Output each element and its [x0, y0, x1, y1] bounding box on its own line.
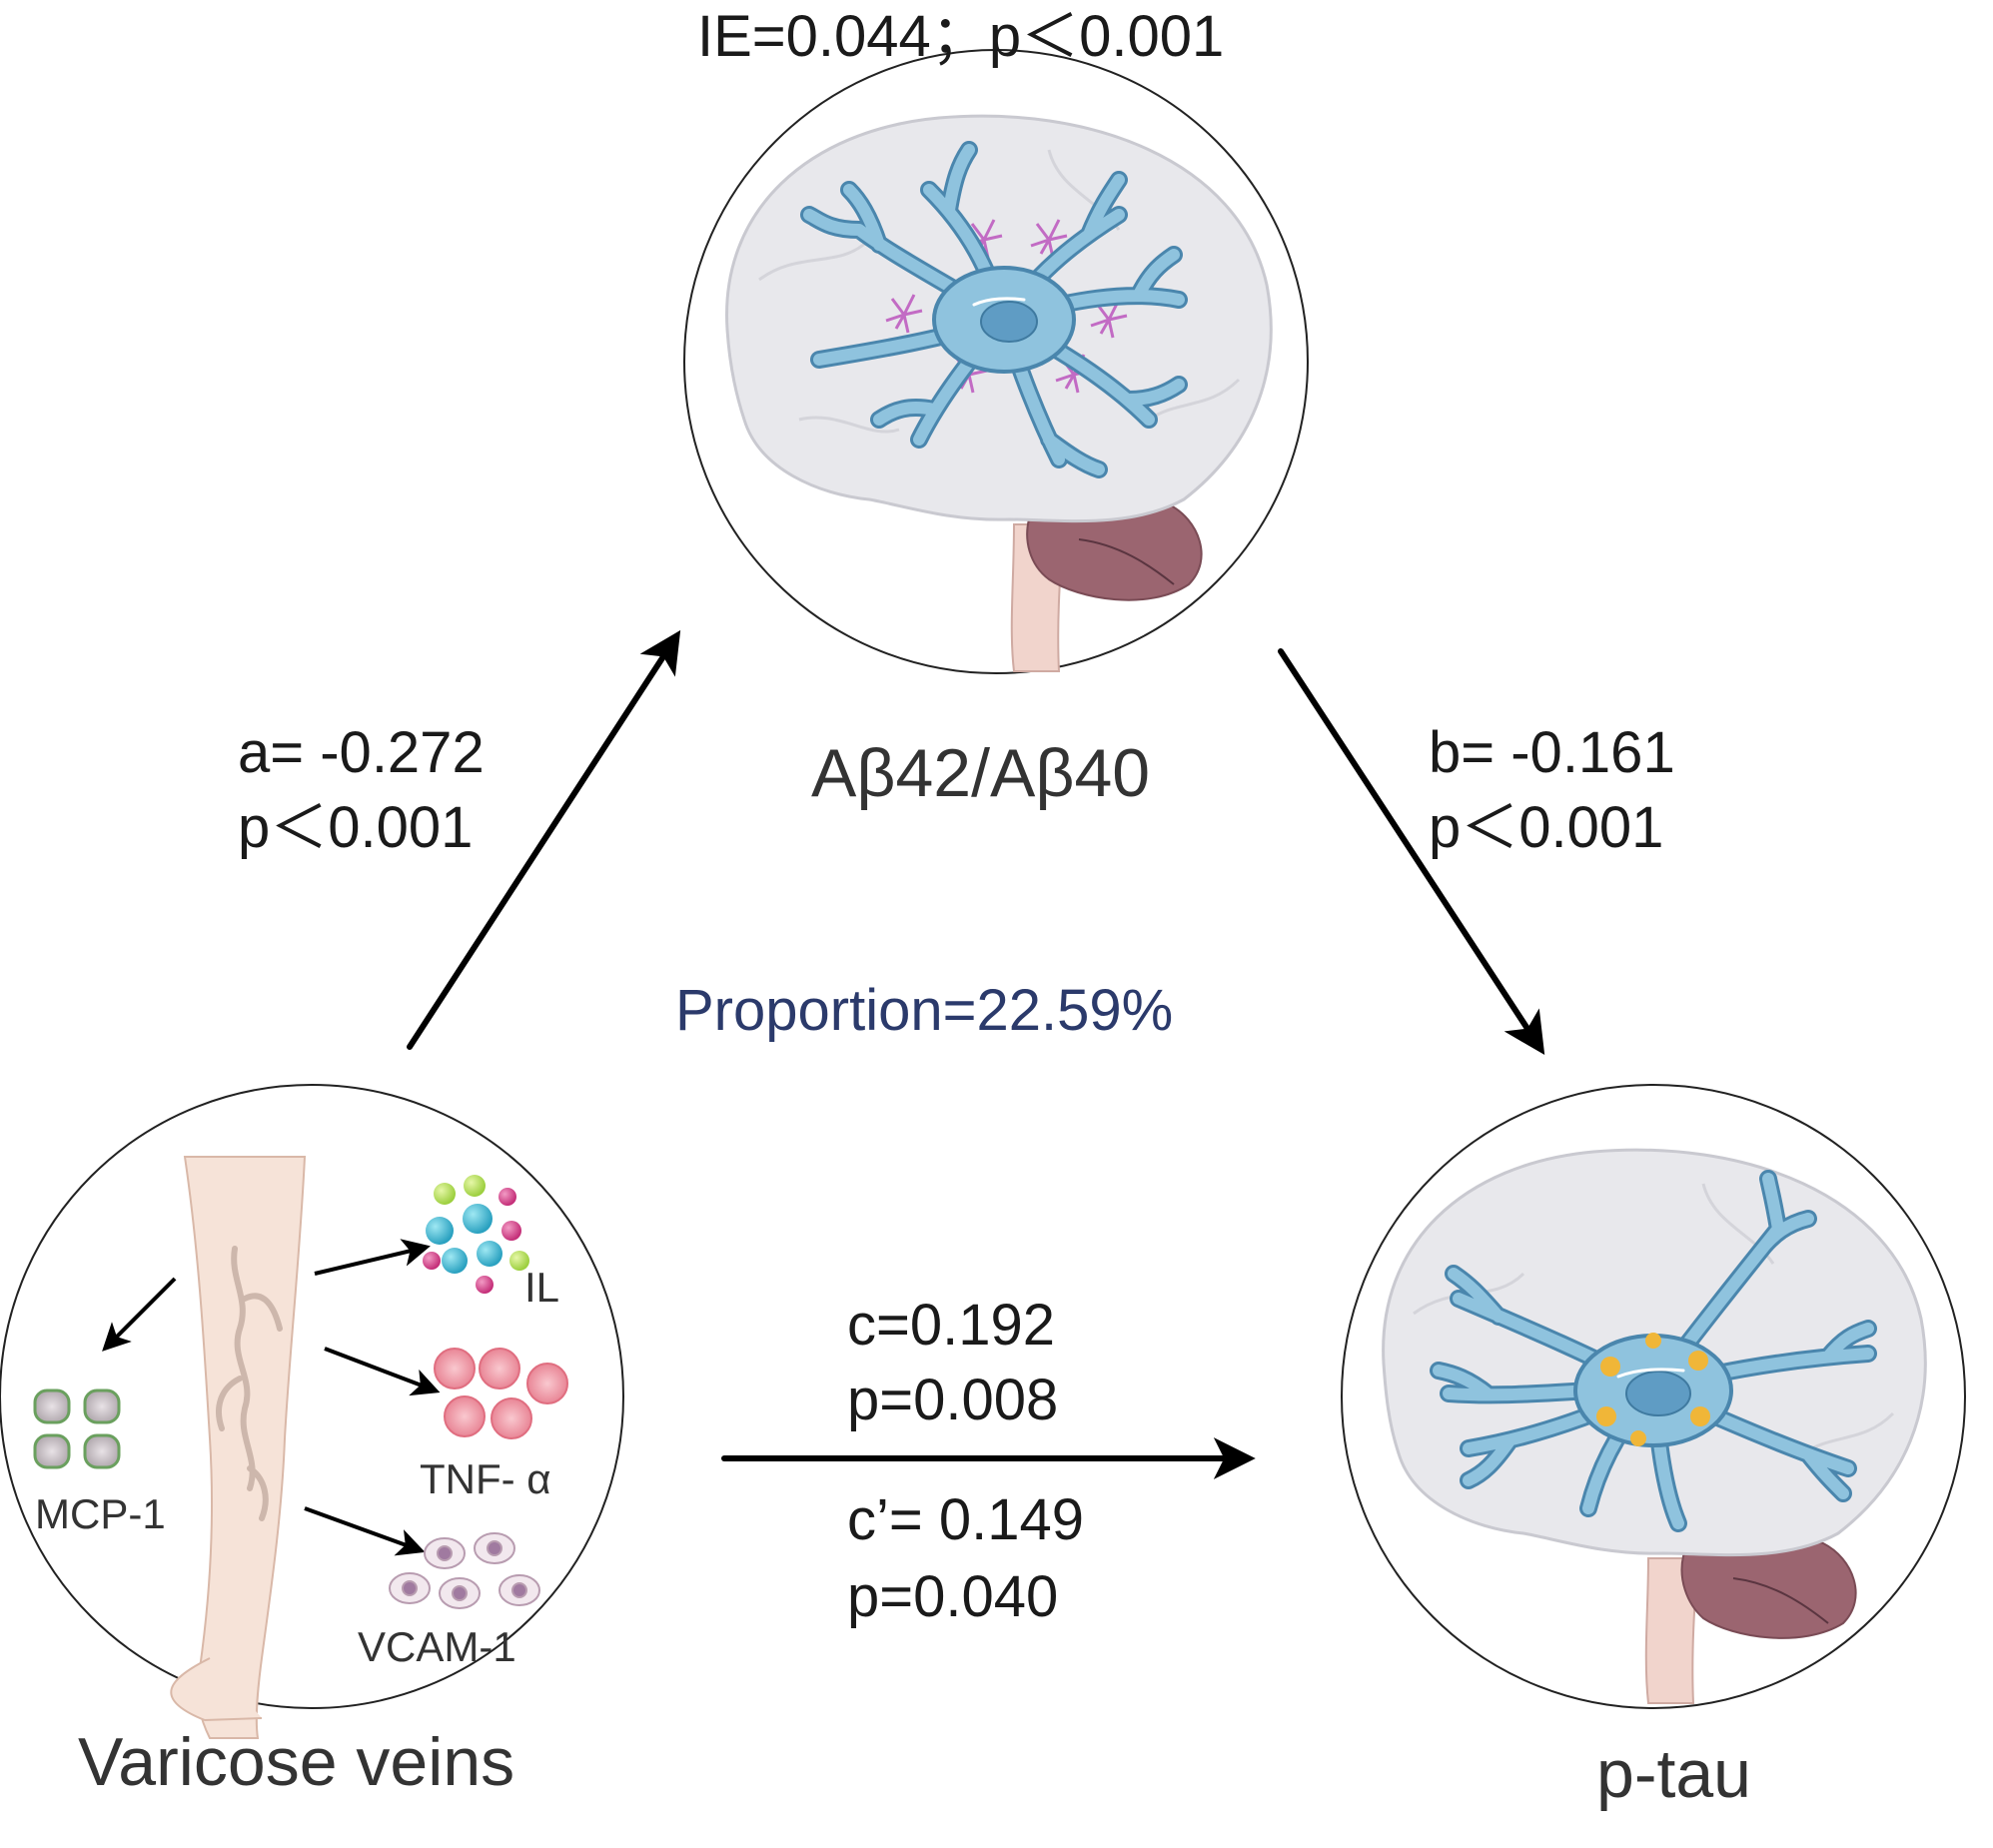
arrow-b [1278, 648, 1545, 1056]
proportion-label: Proportion=22.59% [675, 978, 1174, 1043]
indirect-effect-label: IE=0.044；p＜0.001 [697, 4, 1225, 69]
vcam-cells [389, 1532, 540, 1609]
tau-tangles [1596, 1333, 1710, 1446]
outcome-label: p-tau [1596, 1736, 1751, 1812]
outcome-brain-illustration [1382, 1148, 1927, 1704]
exposure-label: Varicose veins [78, 1724, 515, 1800]
tnf-cells [434, 1348, 568, 1439]
path-a-coef: a= -0.272 [238, 720, 485, 785]
path-c-prime-coef: c’= 0.149 [847, 1487, 1085, 1552]
mediator-label: Aβ42/Aβ40 [811, 735, 1151, 811]
arrows [407, 629, 1545, 1479]
exposure-leg-circle [0, 1084, 624, 1739]
path-c-prime-p: p=0.040 [847, 1564, 1059, 1629]
marker-mcp: MCP-1 [35, 1490, 166, 1537]
leg-illustration [170, 1156, 307, 1739]
varicose-veins [216, 1246, 283, 1521]
mediator-brain-illustration [725, 114, 1273, 672]
path-c-p: p=0.008 [847, 1368, 1059, 1432]
marker-vcam: VCAM-1 [358, 1623, 516, 1670]
neuron-nucleus [980, 301, 1038, 343]
mediator-brain-circle [683, 49, 1309, 674]
neuron [800, 141, 1188, 478]
path-b-coef: b= -0.161 [1429, 720, 1675, 785]
path-b-p: p＜0.001 [1429, 795, 1664, 860]
marker-il: IL [524, 1264, 560, 1311]
marker-tnf: TNF- α [420, 1455, 551, 1502]
mcp-cells [33, 1388, 121, 1469]
outcome-brain-circle [1341, 1084, 1966, 1709]
il-particles [423, 1175, 529, 1294]
path-a-p: p＜0.001 [238, 795, 474, 860]
arrow-a [407, 629, 681, 1050]
path-c-coef: c=0.192 [847, 1293, 1056, 1358]
